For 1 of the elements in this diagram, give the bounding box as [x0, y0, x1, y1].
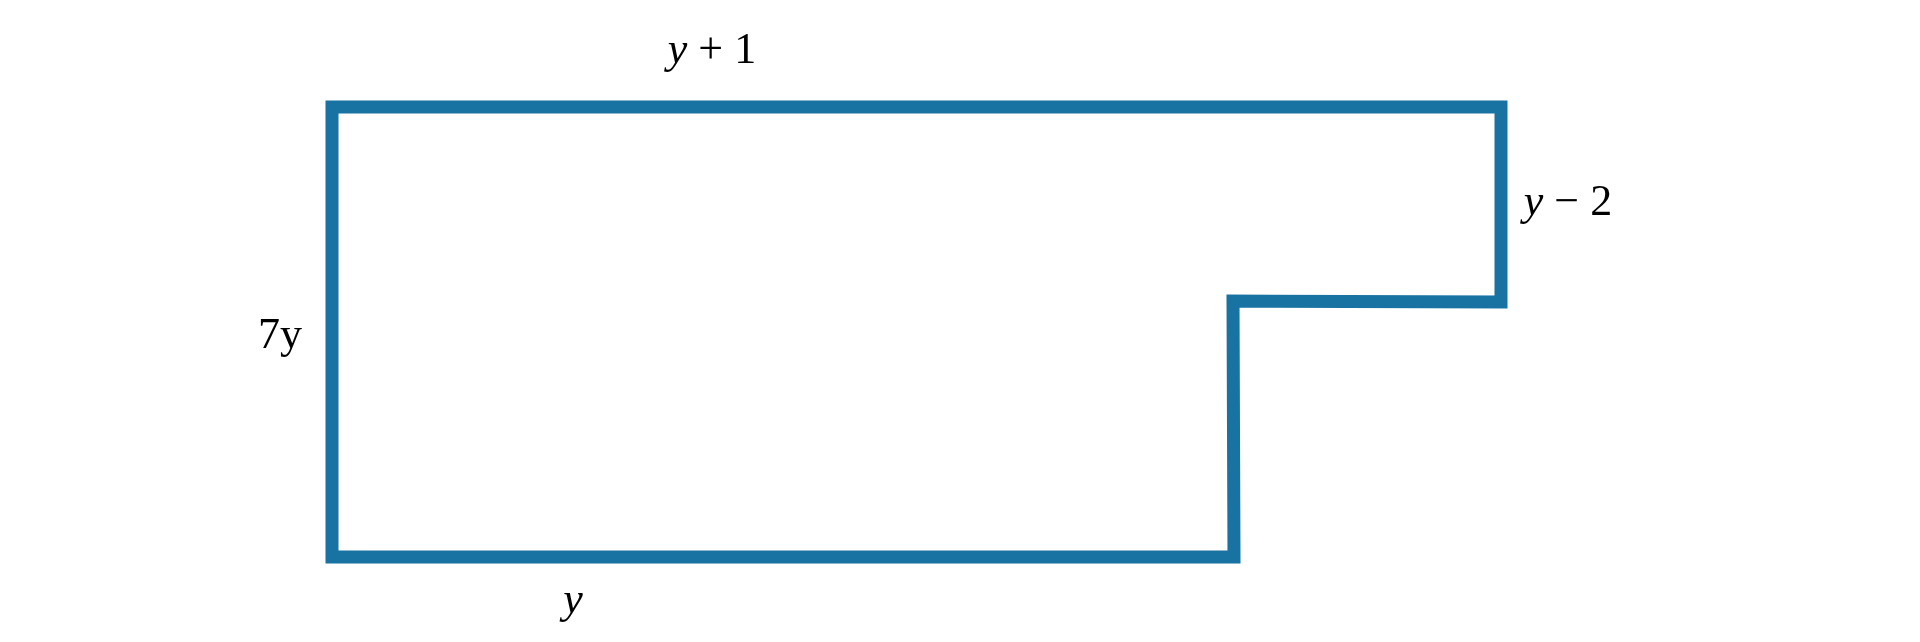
dimension-label: 7y: [258, 307, 302, 359]
